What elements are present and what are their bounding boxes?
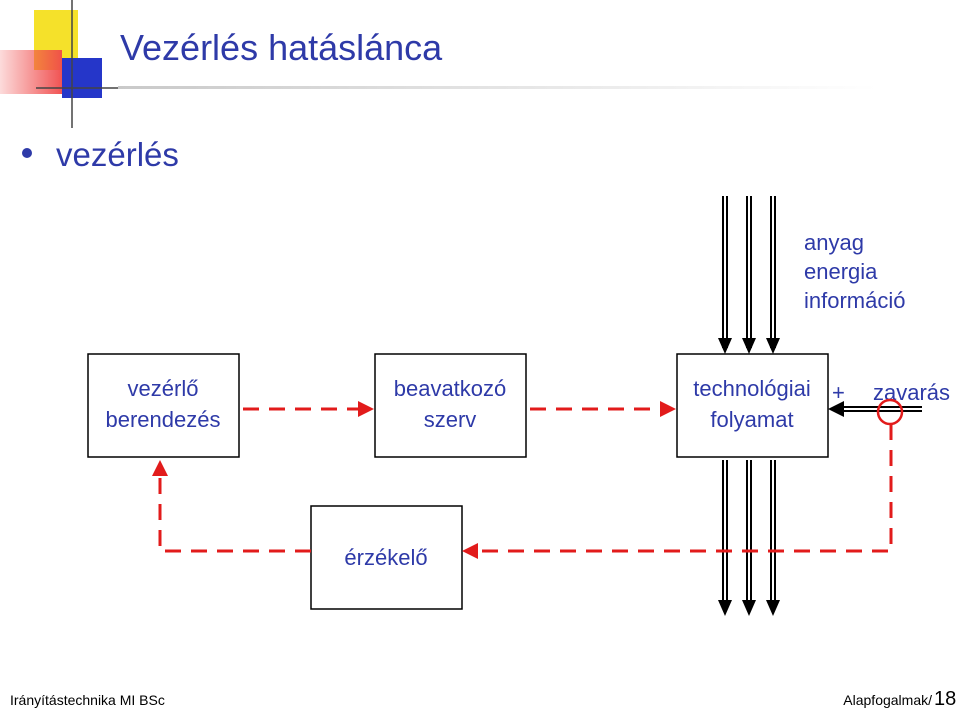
block-actuator: beavatkozó szerv [374,353,527,458]
arrowhead-to-actuator [358,401,374,417]
input-label-informacio: információ [804,288,905,313]
input-arrowheads [718,338,780,354]
disturbance-tap-circle [876,398,904,426]
arrowhead-to-process [660,401,676,417]
disturbance-plus: + [832,380,845,405]
block-sensor-line1: érzékelő [344,545,427,570]
output-arrows [722,460,776,604]
block-controller-line2: berendezés [106,407,221,432]
block-controller: vezérlő berendezés [87,353,240,458]
block-process-line2: folyamat [710,407,793,432]
block-actuator-line1: beavatkozó [394,376,507,401]
signal-disturbance-to-sensor [478,424,893,553]
footer-section-name: Alapfogalmak/ [843,692,932,708]
block-controller-line1: vezérlő [128,376,199,401]
decorative-logo [0,0,878,128]
output-arrowheads [718,600,780,616]
footer-course: Irányítástechnika MI BSc [10,692,165,708]
block-process-line1: technológiai [693,376,810,401]
disturbance-arrowhead [828,401,844,417]
deco-red-bar [0,50,62,94]
slide-title: Vezérlés hatáslánca [120,27,443,68]
input-arrows [722,196,776,348]
arrowhead-to-controller [152,460,168,476]
signal-lines [158,407,893,553]
input-label-anyag: anyag [804,230,864,255]
block-actuator-line2: szerv [424,407,477,432]
block-sensor: érzékelő [310,505,463,610]
input-label-energia: energia [804,259,878,284]
footer-section: Alapfogalmak/ [843,692,932,708]
bullet-text: vezérlés [56,136,179,173]
arrowhead-to-sensor [462,543,478,559]
bullet-dot [22,148,32,158]
footer-page-number: 18 [934,688,956,710]
deco-blue-square [62,58,102,98]
block-process: technológiai folyamat [676,353,829,458]
disturbance-input: + zavarás [828,380,950,426]
signal-sensor-to-controller [158,476,311,553]
title-underline [118,86,878,89]
signal-arrowheads [152,401,676,559]
